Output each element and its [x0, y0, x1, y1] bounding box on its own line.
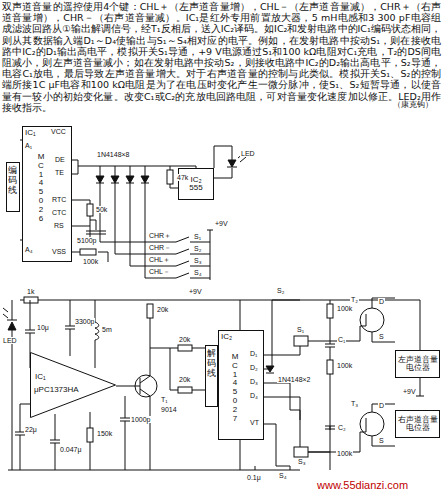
component-label: RTC [51, 196, 67, 203]
component-label: S [378, 333, 385, 340]
watermark: www.55dianzi.com [316, 480, 409, 492]
component-label: +9V [402, 388, 417, 395]
component-label: D [378, 298, 385, 305]
component-label: +9V [214, 220, 229, 227]
component-label: T₁ [160, 396, 169, 403]
component-label: 20k [178, 336, 191, 343]
component-label: DE [54, 156, 66, 163]
component-label: VCC [50, 128, 67, 135]
component-label: 0.047μ [59, 446, 83, 453]
component-label: S₃ [297, 458, 307, 465]
description-text: 双声道音量的遥控使用4个键：CHL＋（左声道音量增），CHL－（左声道音量减），… [2, 1, 441, 113]
component-label: +9V [188, 288, 203, 295]
component-label: LED [240, 150, 256, 157]
component-label: CTC [51, 209, 67, 216]
component-label: A₁ [24, 142, 33, 149]
component-label: RS [53, 222, 65, 229]
component-label: S₃ [193, 257, 203, 264]
component-label: 22μ [24, 426, 38, 433]
component-label: CHL＋ [148, 256, 171, 263]
component-label: S₂ [193, 245, 202, 252]
node-text: 解码线 [207, 349, 216, 379]
component-label: T₂ [350, 296, 359, 303]
node-text: IC₁ [35, 373, 46, 381]
component-label: S₂ [276, 287, 285, 294]
component-label: 1000p [130, 416, 151, 423]
component-label: VSS [51, 248, 67, 255]
component-label: CHR＋ [148, 232, 172, 239]
component-label: D₄ [249, 392, 259, 399]
component-label: 1k [26, 288, 35, 295]
component-label: D [378, 402, 385, 409]
component-label: 1N4148×2 [277, 376, 312, 383]
component-label: 100k [336, 305, 353, 312]
node-text: 555 [189, 184, 202, 192]
component-label: CHL－ [148, 268, 171, 275]
node-text: 编码线 [8, 166, 17, 196]
component-label: T₃ [350, 400, 359, 407]
node-text: 左声道音量电位器 [396, 356, 439, 373]
component-label: 1N4148×8 [96, 151, 131, 158]
component-label: S₁ [296, 326, 305, 333]
amplifier-triangle: IC₁ μPC1373HA [30, 352, 116, 418]
component-label: CHR－ [148, 244, 172, 251]
component-label: 100k [336, 362, 353, 369]
ic-box: 左声道音量电位器 [395, 350, 440, 378]
component-label: 150k [96, 430, 113, 437]
component-label: S₁ [193, 233, 202, 240]
node-text: MC145026 [37, 153, 45, 223]
component-label: D₃ [249, 378, 259, 385]
component-label: （康克钩） [392, 101, 434, 109]
component-label: 20k [156, 306, 169, 313]
node-text: IC₂ [221, 333, 232, 341]
component-label: S₄ [278, 472, 288, 479]
component-label: 47k [176, 174, 189, 181]
component-label: D₂ [249, 364, 259, 371]
node-text: MC145027 [231, 353, 239, 423]
component-label: 5100p [76, 237, 97, 244]
component-label: 100k [336, 450, 353, 457]
component-label: TE [54, 169, 65, 176]
component-label: S₄ [193, 269, 203, 276]
component-label: 100k [82, 258, 99, 265]
node-text: IC₁ [25, 129, 36, 137]
ic-box: 右声道音量电位器 [395, 410, 440, 438]
triangle-outline [30, 352, 116, 418]
node-text: μPC1373HA [34, 386, 79, 394]
component-label: 20k [178, 376, 191, 383]
component-label: 3300p [74, 318, 95, 325]
ic-box: IC₂555 [178, 168, 214, 200]
component-label: 0.1μ [246, 474, 262, 481]
component-label: D₁ [249, 350, 258, 357]
component-label: 5m [101, 326, 113, 333]
component-label: S [378, 437, 385, 444]
ic-box: 编码线 [6, 162, 20, 212]
component-label: C₂ [337, 424, 347, 431]
node-text: 右声道音量电位器 [396, 416, 439, 433]
component-label: VT [249, 419, 260, 426]
ic-box: 解码线 [205, 345, 218, 407]
component-label: C₁ [337, 336, 346, 343]
component-label: 50k [95, 206, 108, 213]
component-label: 9014 [160, 406, 178, 413]
node-text: IC₂ [190, 176, 201, 184]
component-label: LED [2, 337, 18, 344]
component-label: A₄ [24, 246, 34, 253]
component-label: 10μ [36, 324, 50, 331]
